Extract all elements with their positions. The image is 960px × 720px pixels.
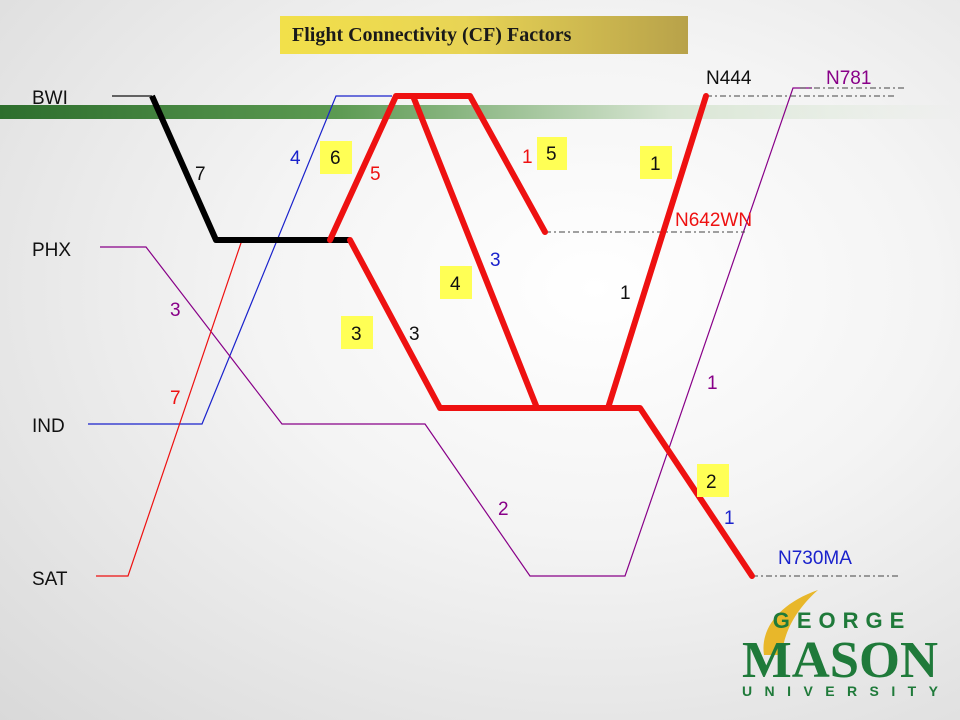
airport-label-phx: PHX (32, 240, 71, 261)
factor-purple-1: 1 (707, 373, 718, 394)
aircraft-label-n730ma: N730MA (778, 548, 852, 569)
red-path-d (605, 93, 709, 411)
red-thick-paths (327, 93, 755, 579)
factor-red-7: 7 (170, 388, 181, 409)
purple-route-line (100, 87, 812, 577)
red-path-b (410, 93, 540, 411)
aircraft-label-n642wn: N642WN (675, 210, 752, 231)
red-path-c (347, 237, 755, 579)
factor-box-2: 2 (706, 472, 717, 493)
black-thick-path (149, 94, 350, 243)
airport-label-ind: IND (32, 416, 65, 437)
box-5-bg (537, 137, 567, 170)
factor-blue-1: 1 (724, 508, 735, 529)
factor-box-6: 6 (330, 148, 341, 169)
box-6-bg (320, 141, 352, 174)
red-path-a (327, 93, 548, 243)
airport-label-bwi: BWI (32, 88, 68, 109)
red-thin-route-line (96, 239, 243, 577)
factor-blue-3: 3 (490, 250, 501, 271)
factor-red-1: 1 (522, 147, 533, 168)
slide-title: Flight Connectivity (CF) Factors (292, 23, 572, 46)
box-3-bg (341, 316, 373, 349)
blue-route-line (88, 95, 392, 425)
factor-box-3: 3 (351, 324, 362, 345)
factor-blue-4: 4 (290, 148, 301, 169)
factor-red-5: 5 (370, 164, 381, 185)
factor-box-1: 1 (650, 154, 661, 175)
logo-main-text: MASON (742, 632, 938, 689)
box-4-bg (440, 266, 472, 299)
factor-box-5: 5 (546, 144, 557, 165)
factor-purple-2: 2 (498, 499, 509, 520)
box-2-bg (697, 464, 729, 497)
airport-label-sat: SAT (32, 569, 68, 590)
logo-gold-swoosh-icon (763, 590, 818, 655)
box-1-bg (640, 146, 672, 179)
logo-top-text: GEORGE (773, 608, 912, 633)
factor-black-3: 3 (409, 324, 420, 345)
factor-box-4: 4 (450, 274, 461, 295)
aircraft-label-n444: N444 (706, 68, 752, 89)
factor-black-7: 7 (195, 164, 206, 185)
factor-black-1: 1 (620, 283, 631, 304)
aircraft-label-n781: N781 (826, 68, 871, 89)
factor-purple-3: 3 (170, 300, 181, 321)
university-logo: GEORGE MASON UNIVERSITY (742, 590, 939, 699)
title-box: Flight Connectivity (CF) Factors (280, 16, 688, 54)
